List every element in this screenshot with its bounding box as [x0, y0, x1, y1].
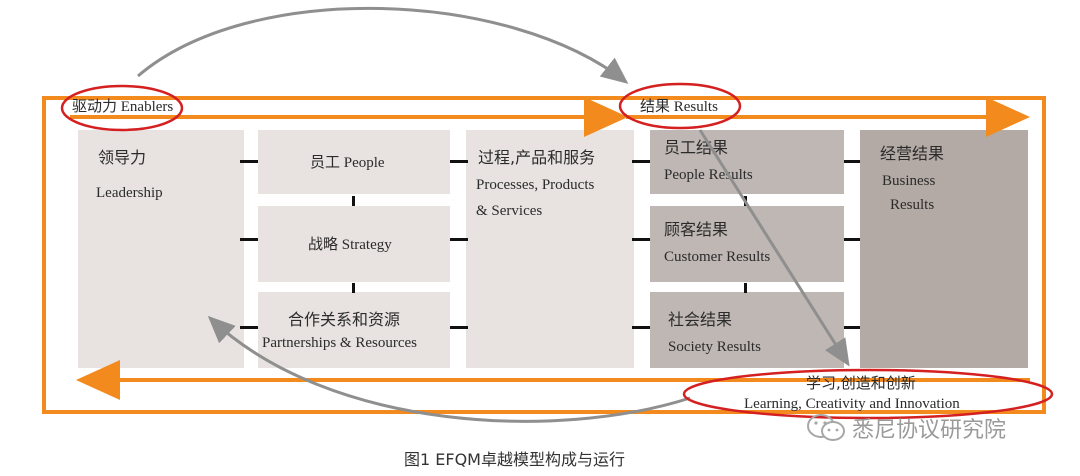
business-results-box: 经营结果 Business Results	[860, 130, 1028, 368]
people-label: 员工 People	[310, 155, 385, 171]
business-results-en-2: Results	[890, 197, 935, 213]
model-frame	[42, 96, 1046, 414]
partnerships-box: 合作关系和资源 Partnerships & Resources	[258, 292, 450, 368]
processes-en-2: & Services	[476, 203, 543, 219]
enablers-highlight-ring	[60, 84, 184, 132]
leadership-en: Leadership	[96, 185, 163, 201]
connector	[632, 160, 650, 163]
connector	[450, 160, 468, 163]
connector	[240, 160, 258, 163]
connector	[240, 238, 258, 241]
connector	[352, 196, 355, 206]
cycle-arrow-diagonal	[698, 129, 850, 367]
connector	[352, 283, 355, 293]
society-results-zh: 社会结果	[668, 310, 733, 329]
learning-zh: 学习,创造和创新	[806, 374, 916, 392]
connector	[844, 326, 860, 329]
connector	[632, 238, 650, 241]
cycle-arrow-top	[137, 6, 629, 84]
customer-results-zh: 顾客结果	[664, 220, 729, 239]
connector	[450, 238, 468, 241]
strategy-label: 战略 Strategy	[308, 237, 392, 253]
people-results-zh: 员工结果	[664, 138, 729, 157]
results-highlight-ring	[618, 82, 742, 130]
enablers-label: 驱动力 Enablers	[72, 99, 174, 115]
wechat-icon	[806, 412, 846, 450]
people-results-box: 员工结果 People Results	[650, 130, 844, 194]
society-results-en: Society Results	[668, 339, 761, 355]
business-results-en-1: Business	[882, 173, 936, 189]
results-label: 结果 Results	[640, 99, 718, 115]
partnerships-zh: 合作关系和资源	[288, 310, 401, 329]
connector	[844, 238, 860, 241]
partnerships-en: Partnerships & Resources	[262, 335, 417, 351]
connector	[632, 326, 650, 329]
learning-en: Learning, Creativity and Innovation	[744, 396, 960, 412]
processes-box: 过程,产品和服务 Processes, Products & Services	[466, 130, 634, 368]
processes-zh: 过程,产品和服务	[478, 148, 596, 167]
leadership-zh: 领导力	[98, 148, 147, 167]
connector	[744, 283, 747, 293]
watermark-text: 悉尼协议研究院	[852, 418, 1007, 443]
figure-caption: 图1 EFQM卓越模型构成与运行	[404, 450, 625, 469]
connector	[450, 326, 468, 329]
customer-results-box: 顾客结果 Customer Results	[650, 206, 844, 282]
business-results-zh: 经营结果	[880, 144, 945, 163]
customer-results-en: Customer Results	[664, 249, 771, 265]
learning-highlight-ring	[682, 368, 1054, 420]
connector	[240, 326, 258, 329]
connector	[844, 160, 860, 163]
cycle-arrow-bottom	[207, 315, 691, 423]
strategy-box: 战略 Strategy	[258, 206, 450, 282]
people-box: 员工 People	[258, 130, 450, 194]
processes-en-1: Processes, Products	[476, 177, 595, 193]
